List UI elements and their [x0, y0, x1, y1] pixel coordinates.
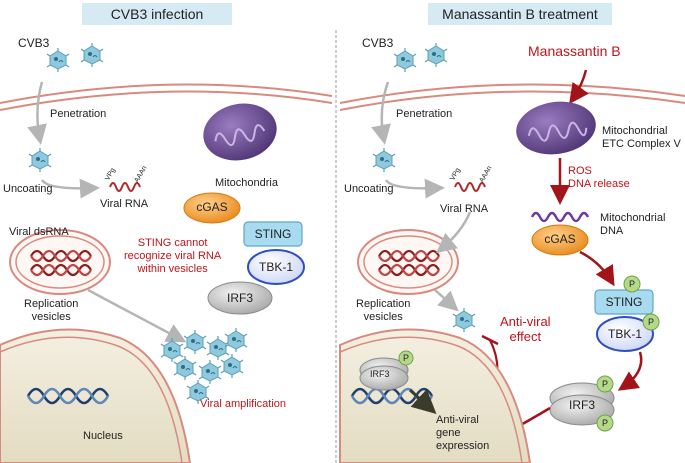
virus-icon — [183, 329, 207, 355]
irf3-protein — [207, 281, 273, 315]
viral-amplification-label: Viral amplification — [200, 398, 287, 410]
viral-rna-icon — [109, 182, 141, 192]
cgas-label: cGAS — [196, 200, 228, 214]
replication-vesicles-label: Replication vesicles — [356, 298, 411, 323]
tbk1-label: TBK-1 — [258, 260, 293, 274]
virus-icon — [160, 337, 184, 363]
virus-icon — [452, 307, 476, 333]
irf3-small-label: IRF3 — [370, 369, 390, 379]
irf3-label: IRF3 — [226, 291, 253, 305]
sting-protein — [594, 289, 654, 315]
sting-protein — [243, 221, 303, 247]
nucleus-icon — [339, 328, 532, 463]
viral-rna-label: Viral RNA — [100, 198, 149, 210]
ros-label: ROS DNA release — [568, 165, 630, 190]
replication-vesicle-icon — [357, 229, 459, 295]
virus-icon — [393, 47, 417, 73]
cell-membrane-right — [339, 83, 685, 104]
cell-membrane-left — [0, 83, 333, 104]
virus-icon — [224, 327, 248, 353]
cgas-protein — [183, 192, 241, 224]
virus-icon — [372, 147, 396, 173]
viral-dsrna-label: Viral dsRNA — [9, 226, 69, 238]
uncoating-label: Uncoating — [3, 183, 53, 195]
virus-icon — [28, 147, 52, 173]
mitochondria-icon — [203, 103, 277, 161]
virus-icon — [206, 335, 230, 361]
replication-vesicles-label: Replication vesicles — [24, 298, 79, 323]
phospho-label: P — [647, 317, 654, 327]
viral-rna-icon — [454, 182, 486, 192]
panel-header-right: Manassantin B treatment — [428, 3, 612, 25]
sting-label: STING — [605, 295, 643, 309]
phospho-label: P — [601, 379, 608, 389]
virus-icon — [220, 353, 244, 379]
virus-label: CVB3 — [362, 36, 394, 50]
irf3-label: IRF3 — [568, 398, 595, 412]
virus-icon — [80, 42, 104, 68]
antiviral-effect-label: Anti-viral effect — [500, 314, 551, 344]
mitochondria-icon — [516, 101, 596, 155]
penetration-label: Penetration — [396, 108, 453, 120]
tbk1-protein — [247, 249, 305, 285]
replication-vesicle-icon — [9, 229, 111, 295]
manassantin-label: Manassantin B — [528, 43, 621, 59]
phospho-icon — [398, 350, 414, 366]
mito-dna-icon — [530, 211, 590, 223]
mitochondria-label: Mitochondria — [215, 177, 278, 189]
cgas-label: cGAS — [544, 232, 576, 246]
phospho-icon — [642, 313, 660, 331]
viral-rna-label: Viral RNA — [440, 203, 489, 215]
mito-complex-label: Mitochondrial ETC Complex V — [602, 125, 681, 150]
penetration-label: Penetration — [50, 108, 107, 120]
tbk1-protein — [596, 316, 654, 352]
virus-icon — [424, 42, 448, 68]
uncoating-label: Uncoating — [344, 183, 394, 195]
irf3-protein — [359, 365, 409, 391]
virus-label: CVB3 — [18, 36, 50, 50]
phospho-icon — [596, 414, 614, 432]
panel-header-left: CVB3 infection — [82, 3, 232, 25]
tbk1-label: TBK-1 — [607, 327, 642, 341]
phospho-icon — [596, 375, 614, 393]
sting-label: STING — [254, 227, 292, 241]
nucleus-icon — [0, 328, 192, 463]
cgas-protein — [531, 224, 589, 256]
phospho-label: P — [402, 353, 409, 363]
antiviral-expression-label: Anti-viral gene expression — [436, 414, 490, 452]
virus-icon — [46, 47, 70, 73]
nucleus-label: Nucleus — [83, 430, 123, 442]
irf3-protein — [549, 394, 615, 426]
phospho-label: P — [601, 418, 608, 428]
phospho-label: P — [628, 279, 635, 289]
phospho-icon — [623, 275, 641, 293]
sting-note-label: STING cannot recognize viral RNA within … — [124, 237, 222, 275]
virus-icon — [173, 355, 197, 381]
mito-dna-label: Mitochondrial DNA — [600, 212, 666, 237]
virus-icon — [198, 359, 222, 385]
